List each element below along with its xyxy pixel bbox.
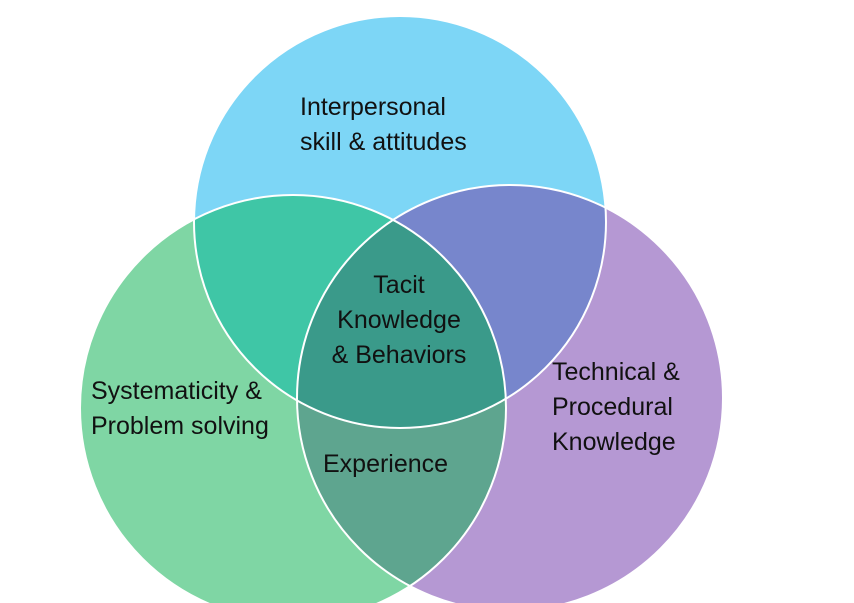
label-line: skill & attitudes: [300, 128, 467, 156]
label-line: Tacit: [373, 271, 425, 299]
circle-outlines: [79, 15, 724, 603]
overlap-center: [297, 195, 506, 428]
label-line: Experience: [323, 450, 449, 478]
label-line: Technical &: [552, 358, 680, 386]
label-line: Systematicity &: [91, 377, 262, 405]
label-line: Knowledge: [552, 428, 676, 456]
label-line: Interpersonal: [300, 93, 446, 121]
label-line: Knowledge: [337, 306, 461, 334]
label-line: Problem solving: [91, 412, 269, 440]
label-technical: Technical & Procedural Knowledge: [552, 355, 680, 460]
label-tacit-knowledge: Tacit Knowledge & Behaviors: [309, 268, 489, 373]
label-experience: Experience: [323, 447, 448, 482]
label-interpersonal: Interpersonal skill & attitudes: [300, 90, 467, 160]
label-line: Procedural: [552, 393, 673, 421]
label-systematicity: Systematicity & Problem solving: [91, 374, 269, 444]
label-line: & Behaviors: [331, 341, 467, 369]
